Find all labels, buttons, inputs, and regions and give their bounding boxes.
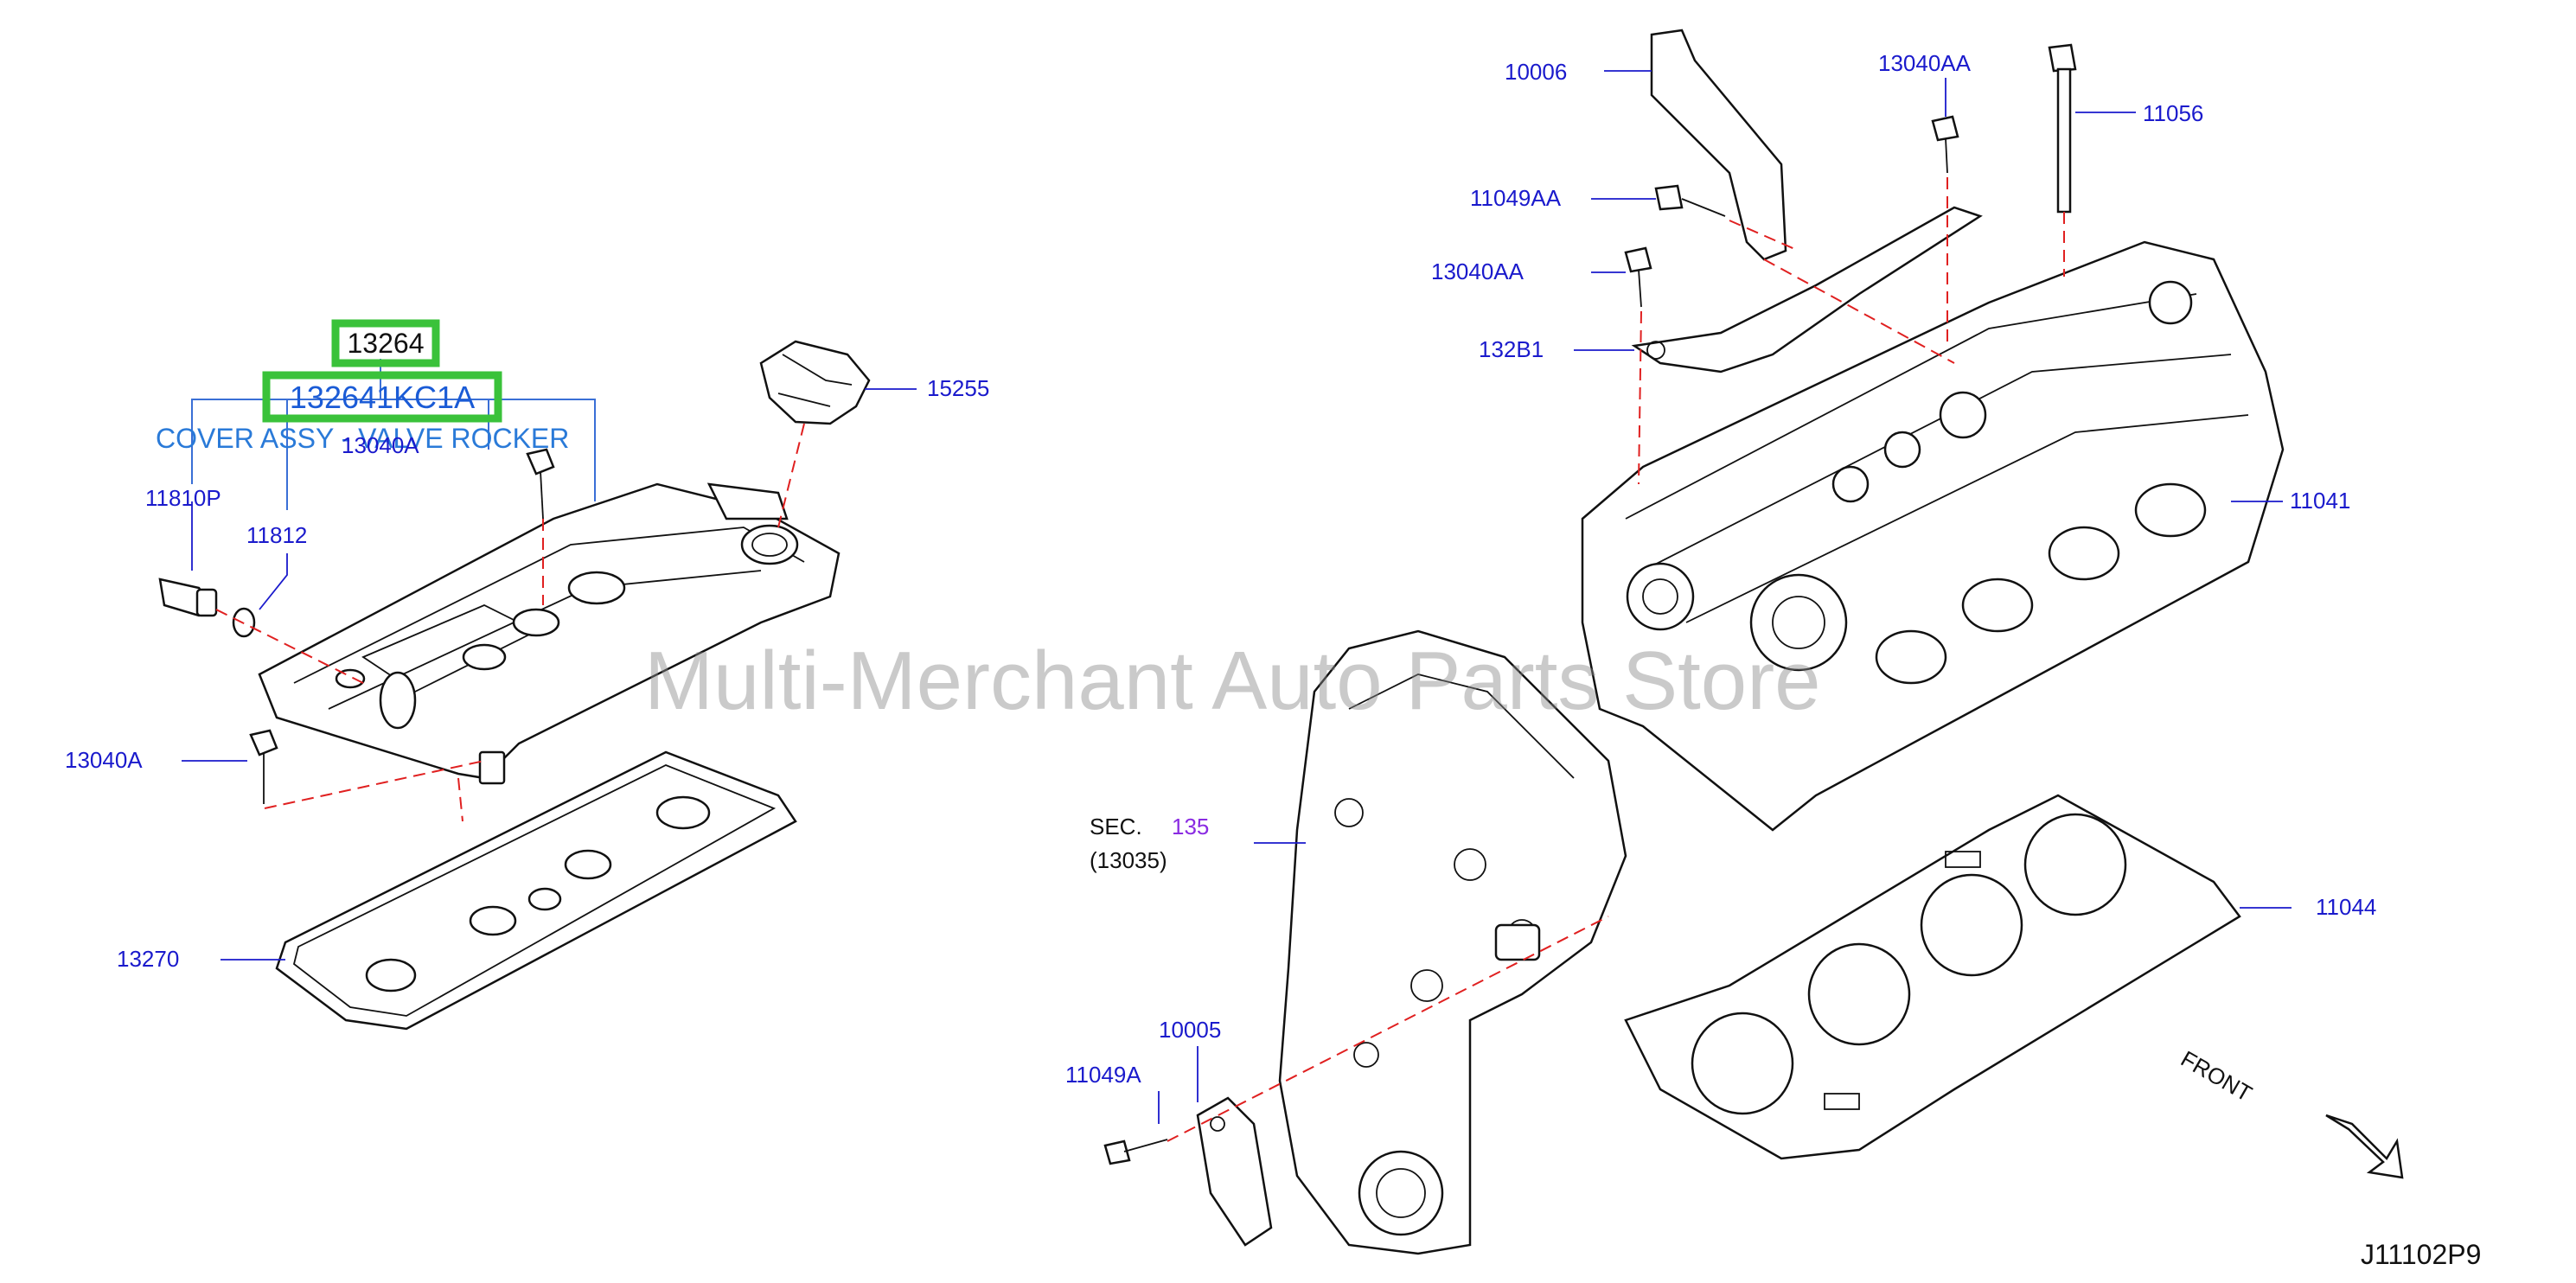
engine-slinger-bracket[interactable] [1650, 29, 1787, 261]
label-sec-number[interactable]: 135 [1172, 814, 1209, 839]
bolt-13040a-left[interactable] [249, 729, 278, 804]
label-13040aa-top[interactable]: 13040AA [1878, 50, 1972, 76]
label-15255[interactable]: 15255 [927, 375, 989, 401]
label-13264[interactable]: 13264 [348, 328, 425, 359]
diagram-code: J11102P9 [2361, 1239, 2481, 1270]
label-10005[interactable]: 10005 [1159, 1017, 1221, 1043]
bolt-11049aa[interactable] [1654, 184, 1726, 217]
label-13040aa-mid[interactable]: 13040AA [1431, 259, 1525, 284]
oil-filler-cap[interactable] [759, 340, 871, 425]
bolt-13040aa-mid[interactable] [1624, 246, 1652, 308]
timing-chain-cover[interactable] [1278, 629, 1627, 1255]
watermark: Multi-Merchant Auto Parts Store [644, 635, 1821, 727]
highlight-box-132641kc1a [262, 371, 502, 423]
leader-lines-left [182, 388, 917, 961]
label-sec-ref: (13035) [1090, 847, 1167, 873]
cylinder-head-gasket[interactable] [1624, 794, 2241, 1160]
label-11812[interactable]: 11812 [246, 522, 307, 548]
plate-10005[interactable] [1196, 1096, 1273, 1247]
pcv-valve[interactable] [158, 578, 218, 617]
label-11041[interactable]: 11041 [2290, 488, 2350, 514]
highlight-box-13264 [331, 319, 440, 367]
front-arrow-icon [2325, 1114, 2404, 1179]
long-bolt-11056[interactable] [2048, 43, 2077, 214]
label-132641kc1a[interactable]: 132641KC1A [290, 380, 475, 415]
part-description: COVER ASSY - VALVE ROCKER [156, 423, 569, 454]
front-label: FRONT [2176, 1045, 2257, 1107]
label-11049aa[interactable]: 11049AA [1470, 185, 1562, 211]
label-13270[interactable]: 13270 [117, 946, 179, 972]
alignment-lines-left [215, 423, 805, 822]
bracket-132b1[interactable] [1631, 206, 1983, 373]
bolt-11049a[interactable] [1103, 1139, 1168, 1165]
alignment-lines-right [1167, 177, 2065, 1142]
bolt-13040aa-top[interactable] [1931, 115, 1959, 174]
leader-lines-right [1158, 70, 2292, 1124]
valve-rocker-cover[interactable] [258, 482, 841, 785]
bolt-13040a-top[interactable] [526, 448, 555, 520]
valve-cover-gasket[interactable] [275, 750, 797, 1031]
label-sec-prefix: SEC. [1090, 814, 1142, 839]
label-11044[interactable]: 11044 [2316, 894, 2376, 920]
label-11056[interactable]: 11056 [2143, 100, 2203, 126]
label-132b1[interactable]: 132B1 [1479, 336, 1544, 362]
cylinder-head[interactable] [1581, 240, 2285, 832]
label-13040a-left[interactable]: 13040A [65, 747, 143, 773]
label-13040a-top[interactable]: 13040A [342, 432, 419, 458]
label-10006[interactable]: 10006 [1505, 59, 1567, 85]
label-11810p[interactable]: 11810P [145, 485, 221, 511]
label-11049a[interactable]: 11049A [1065, 1062, 1141, 1088]
